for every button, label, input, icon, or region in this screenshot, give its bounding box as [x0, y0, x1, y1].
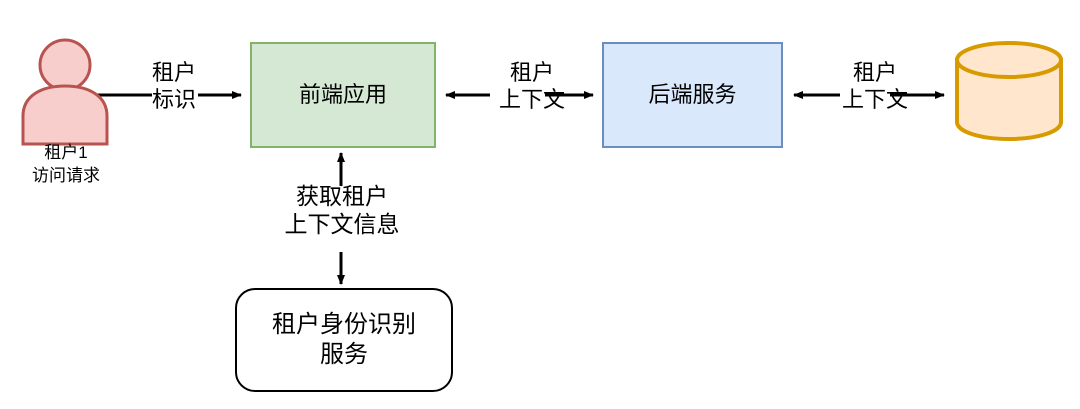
- node-backend-service-label: 后端服务: [648, 82, 737, 108]
- node-tenant-identity-service[interactable]: 租户身份识别 服务: [235, 288, 453, 392]
- edge-label-tenant-identifier-line1: 租户: [151, 60, 196, 85]
- node-tenant-identity-service-label-line1: 租户身份识别: [272, 311, 416, 338]
- actor-icon: [21, 38, 109, 146]
- actor-caption-line2: 访问请求: [32, 165, 100, 185]
- node-frontend-application[interactable]: 前端应用: [250, 42, 436, 148]
- edge-label-context-frontend-backend-line2: 上下文: [498, 86, 565, 112]
- node-tenant-identity-service-label-line2: 服务: [320, 341, 368, 368]
- edge-label-fetch-tenant-context-line2: 上下文信息: [284, 211, 400, 238]
- edge-label-context-backend-database-line1: 租户: [852, 60, 897, 85]
- edge-label-tenant-identifier: 租户 标识: [120, 60, 228, 114]
- node-backend-service[interactable]: 后端服务: [602, 42, 783, 148]
- edge-label-context-frontend-backend: 租户 上下文: [477, 60, 587, 114]
- edge-label-fetch-tenant-context: 获取租户 上下文信息: [252, 182, 432, 238]
- edge-label-context-frontend-backend-line1: 租户: [509, 60, 554, 85]
- actor-caption: 租户1 访问请求: [0, 142, 132, 188]
- edge-label-context-backend-database-line2: 上下文: [841, 86, 908, 112]
- edge-label-tenant-identifier-line2: 标识: [151, 86, 196, 112]
- database-cylinder-icon[interactable]: [953, 40, 1065, 142]
- node-frontend-application-label: 前端应用: [298, 82, 387, 108]
- actor-caption-line1: 租户1: [44, 143, 88, 162]
- edge-label-context-backend-database: 租户 上下文: [820, 60, 930, 114]
- edge-label-fetch-tenant-context-line1: 获取租户: [296, 183, 388, 209]
